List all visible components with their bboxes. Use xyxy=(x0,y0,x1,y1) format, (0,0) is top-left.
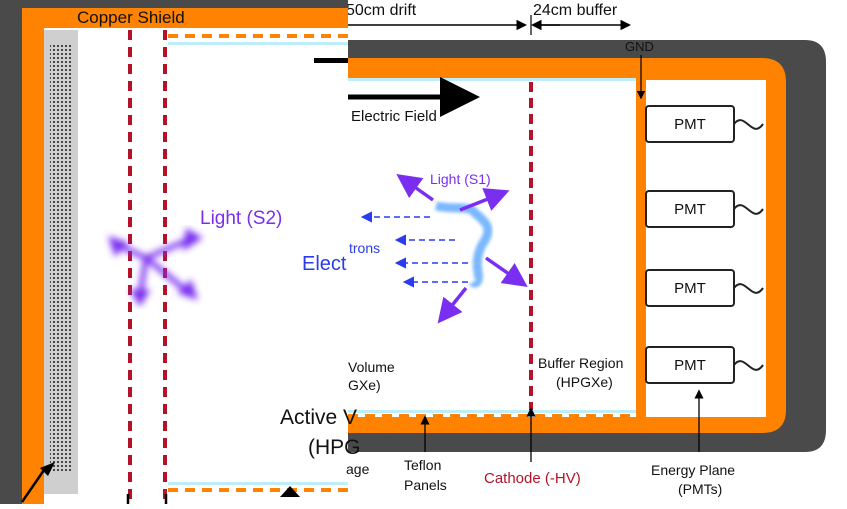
buffer-length-label: 24cm buffer xyxy=(533,2,618,19)
ionization-track xyxy=(435,201,493,288)
copper-shield-label: Copper Shield xyxy=(77,8,185,27)
pmt-label: PMT xyxy=(674,116,706,133)
active-volume-gas-right: GXe) xyxy=(348,377,381,393)
teflon-top-right xyxy=(348,78,636,81)
pmt-2: PMT xyxy=(645,190,735,228)
pmt-label: PMT xyxy=(674,280,706,297)
teflon-label-2: Panels xyxy=(404,477,447,493)
teflon-bottom-left xyxy=(168,482,348,485)
teflon-bottom-right xyxy=(348,410,636,413)
s1-light-arrows xyxy=(396,173,528,324)
teflon-label: Teflon xyxy=(404,457,442,473)
active-volume-gas-left: (HPG xyxy=(308,436,361,459)
image-plane-fragment: age xyxy=(346,461,370,477)
electrons-label-right: trons xyxy=(349,240,381,256)
pmt-box xyxy=(645,105,735,143)
field-arrow-stub xyxy=(314,58,348,63)
pmt-label: PMT xyxy=(674,357,706,374)
drift-length-label: 50cm drift xyxy=(346,2,417,19)
inner-volume-left xyxy=(44,28,348,504)
pmt-label: PMT xyxy=(674,201,706,218)
electric-field-label: Electric Field xyxy=(351,108,437,125)
teflon-top-left xyxy=(168,42,348,45)
energy-plane-support xyxy=(636,78,646,418)
buffer-region-gas: (HPGXe) xyxy=(556,374,613,390)
pmt-box xyxy=(645,190,735,228)
active-volume-label-right: Volume xyxy=(348,359,395,375)
pmt-box xyxy=(645,346,735,384)
pmt-3: PMT xyxy=(645,269,735,307)
s2-light-burst xyxy=(108,227,203,307)
cathode-label: Cathode (-HV) xyxy=(484,470,581,487)
energy-plane-pmts: PMT PMT PMT PMT xyxy=(645,105,735,384)
pmt-4: PMT xyxy=(645,346,735,384)
energy-plane-pmts-label: (PMTs) xyxy=(678,481,723,497)
pmt-cables xyxy=(733,119,764,371)
gnd-label: GND xyxy=(625,39,654,54)
left-panel xyxy=(0,0,348,504)
buffer-region-label: Buffer Region xyxy=(538,355,624,371)
light-s1-label: Light (S1) xyxy=(430,171,491,187)
electron-drift-arrows xyxy=(360,211,468,288)
sipm-array xyxy=(50,45,72,473)
energy-plane-label: Energy Plane xyxy=(651,462,736,478)
pmt-1: PMT xyxy=(645,105,735,143)
pmt-box xyxy=(645,269,735,307)
electrons-label-left: Elect xyxy=(302,253,347,275)
right-panel xyxy=(348,15,826,462)
light-s2-label: Light (S2) xyxy=(200,208,283,229)
active-volume-label-left: Active V xyxy=(280,406,358,429)
